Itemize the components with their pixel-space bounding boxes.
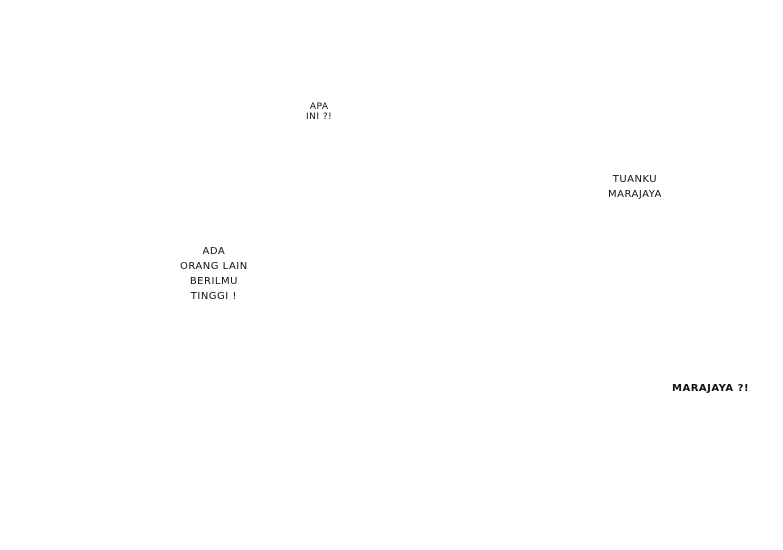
speech-line: MARAJAYA (608, 189, 662, 200)
speech-line: BERILMU (189, 276, 238, 287)
speech-text-ada-orang-lain: ADA ORANG LAIN BERILMU TINGGI ! (180, 244, 248, 304)
speech-text-tuanku-marajaya: TUANKU MARAJAYA (608, 172, 662, 202)
speech-text-apa-ini: APA INI ?! (306, 102, 332, 122)
speech-text-marajaya: MARAJAYA ?! (672, 381, 749, 396)
speech-line: TINGGI ! (190, 291, 237, 302)
speech-line: MARAJAYA ?! (672, 383, 749, 394)
speech-line: ORANG LAIN (180, 261, 248, 272)
speech-line: APA (309, 102, 329, 112)
speech-line: ADA (202, 246, 226, 257)
speech-line: INI ?! (306, 112, 333, 122)
speech-line: TUANKU (612, 174, 658, 185)
